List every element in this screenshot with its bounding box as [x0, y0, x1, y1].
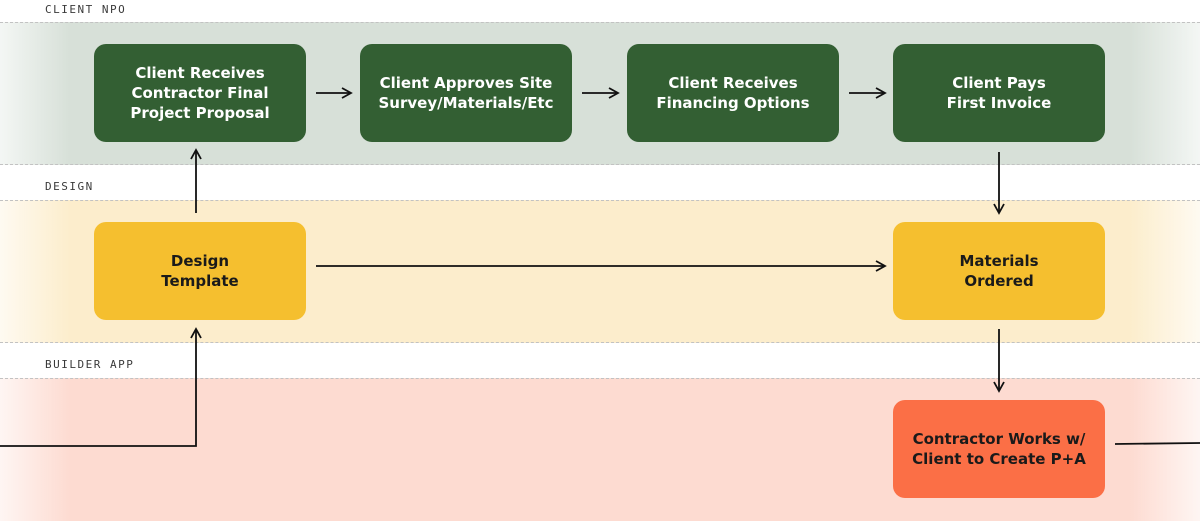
node-client-receives-financing[interactable]: Client Receives Financing Options [627, 44, 839, 142]
lane-label-client-npo: CLIENT NPO [45, 3, 127, 16]
node-client-pays-invoice[interactable]: Client Pays First Invoice [893, 44, 1105, 142]
node-client-approves-survey[interactable]: Client Approves Site Survey/Materials/Et… [360, 44, 572, 142]
node-design-template[interactable]: Design Template [94, 222, 306, 320]
lane-label-builder-app: BUILDER APP [45, 358, 135, 371]
node-contractor-works[interactable]: Contractor Works w/ Client to Create P+A [893, 400, 1105, 498]
lane-label-design: DESIGN [45, 180, 94, 193]
node-client-receives-proposal[interactable]: Client Receives Contractor Final Project… [94, 44, 306, 142]
node-materials-ordered[interactable]: Materials Ordered [893, 222, 1105, 320]
